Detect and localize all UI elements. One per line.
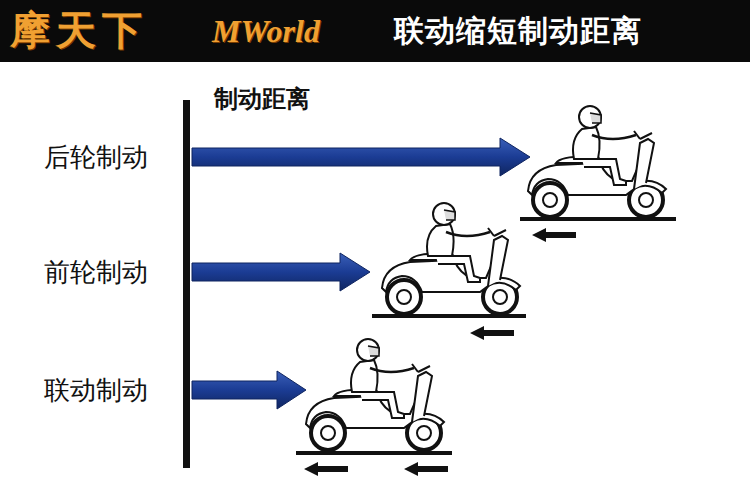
axis-line bbox=[183, 100, 190, 468]
scooter-figure bbox=[382, 203, 520, 314]
distance-arrow bbox=[192, 138, 530, 176]
brand-logo: 摩天下 bbox=[10, 8, 148, 52]
ground-line bbox=[296, 451, 452, 455]
ground-line bbox=[520, 217, 676, 221]
ground-line bbox=[372, 314, 526, 318]
scooter-figure bbox=[528, 106, 666, 217]
friction-arrow bbox=[304, 462, 348, 476]
row-label: 前轮制动 bbox=[44, 258, 148, 287]
title-banner bbox=[0, 0, 750, 62]
friction-arrow bbox=[532, 228, 576, 242]
friction-arrow bbox=[404, 462, 448, 476]
row-label: 联动制动 bbox=[44, 376, 148, 405]
distance-arrow bbox=[192, 371, 306, 409]
scooter-figure bbox=[306, 339, 444, 450]
axis-label: 制动距离 bbox=[214, 86, 310, 112]
friction-arrow bbox=[470, 326, 514, 340]
distance-arrow bbox=[192, 253, 370, 291]
brand-name: MWorld bbox=[212, 14, 320, 49]
row-label: 后轮制动 bbox=[44, 143, 148, 172]
title-text: 联动缩短制动距离 bbox=[394, 14, 642, 47]
